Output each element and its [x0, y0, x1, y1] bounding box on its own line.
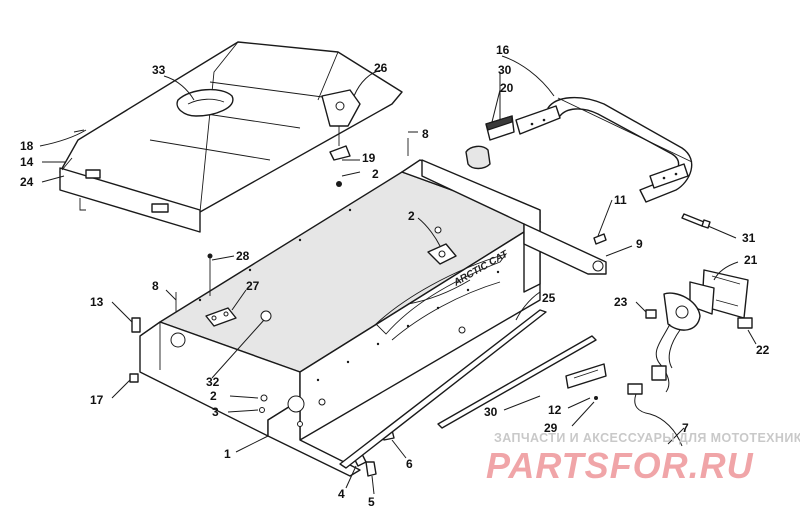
- callout-32: 31: [742, 231, 756, 245]
- callout-18: 18: [20, 139, 34, 153]
- callout-16: 17: [90, 393, 104, 407]
- grab-bar-pad: [485, 115, 515, 141]
- callout-31: 30: [498, 63, 512, 77]
- callout-26: 26: [374, 61, 388, 75]
- watermark: ЗАПЧАСТИ И АКСЕССУАРЫ ДЛЯ МОТОТЕХНИКИ PA…: [486, 431, 800, 486]
- callout-9: 12: [548, 403, 562, 417]
- bracket-12: [593, 233, 607, 245]
- callout-8-left: 8: [152, 279, 159, 293]
- license-light: [565, 363, 607, 400]
- callout-5: 5: [368, 495, 375, 509]
- callout-3: 3: [212, 405, 219, 419]
- callout-2-top: 2: [372, 167, 379, 181]
- seat-bracket: [321, 89, 361, 187]
- callout-30: 30: [484, 405, 498, 419]
- callout-33: 32: [206, 375, 220, 389]
- callout-labels: 33 26 18 14 24 19 2 8 2 16 30 20 11 9 31…: [20, 43, 770, 509]
- callout-24: 24: [20, 175, 34, 189]
- callout-1: 1: [224, 447, 231, 461]
- rear-end-cap: [421, 159, 607, 293]
- leader-lines: [39, 55, 757, 495]
- callout-29: 29: [544, 421, 558, 435]
- callout-17: 33: [152, 63, 166, 77]
- grab-bar: [515, 96, 693, 203]
- callout-15: 16: [496, 43, 510, 57]
- mount-bracket: [205, 307, 237, 327]
- grab-bar-bolt: [681, 213, 711, 229]
- watermark-logo-text: PARTSFOR.RU: [486, 445, 754, 486]
- callout-28: 28: [236, 249, 250, 263]
- callout-22: 22: [756, 343, 770, 357]
- callout-7: 7: [682, 421, 689, 435]
- callout-27: 27: [246, 279, 260, 293]
- trim-strip-30: [437, 335, 597, 429]
- callout-23: 23: [614, 295, 628, 309]
- grab-bar-cap: [465, 145, 491, 170]
- callout-8-top: 8: [422, 127, 429, 141]
- callout-14: 14: [20, 155, 34, 169]
- callout-20: 20: [500, 81, 514, 95]
- seat-cover: [59, 41, 403, 233]
- callout-13: 13: [90, 295, 104, 309]
- watermark-top-text: ЗАПЧАСТИ И АКСЕССУАРЫ ДЛЯ МОТОТЕХНИКИ: [494, 431, 800, 445]
- taillight-housing: [645, 269, 753, 331]
- callout-6: 6: [406, 457, 413, 471]
- tunnel-rail-25: [339, 309, 547, 469]
- callout-21: 21: [744, 253, 758, 267]
- callout-2-low: 2: [210, 389, 217, 403]
- callout-2-mid: 2: [408, 209, 415, 223]
- tunnel-rivets: [198, 208, 530, 382]
- tunnel-bracket-2: [427, 243, 457, 265]
- callout-25: 25: [542, 291, 556, 305]
- callout-11: 9: [636, 237, 643, 251]
- callout-4: 4: [338, 487, 345, 501]
- callout-12: 11: [614, 193, 627, 207]
- callout-19: 19: [362, 151, 376, 165]
- taillight-wiring: [627, 323, 683, 447]
